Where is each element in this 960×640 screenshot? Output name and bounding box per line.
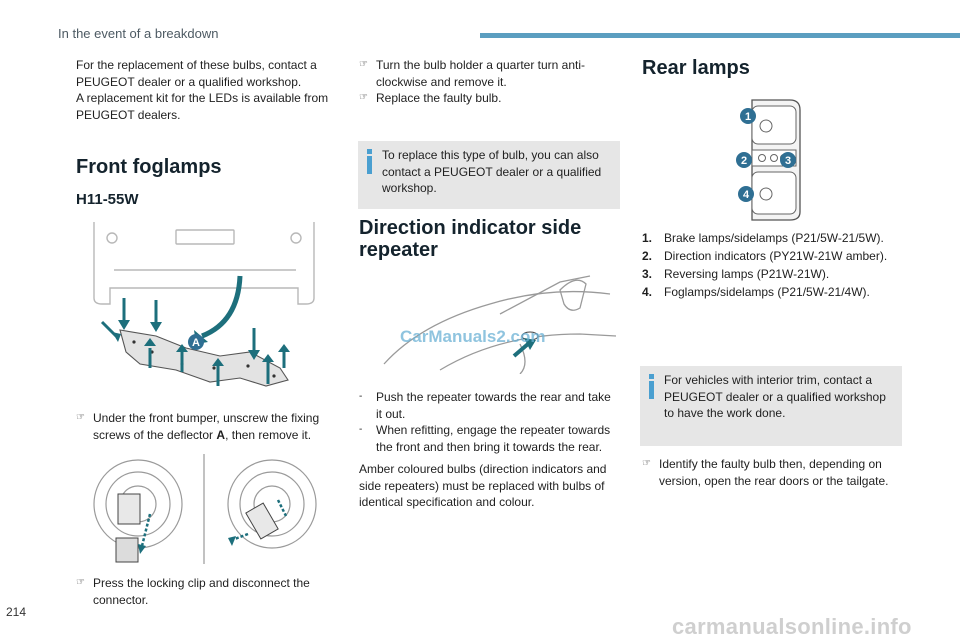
amber-bulbs-paragraph: Amber coloured bulbs (direction indicato… [359, 461, 606, 511]
step-line: clockwise and remove it. [376, 74, 507, 89]
list-item: 2.Direction indicators (PY21W-21W amber)… [642, 249, 888, 263]
finger-pointer-icon: ☞ [76, 412, 85, 423]
info-line: to have the work done. [664, 406, 786, 420]
figure-watermark: CarManuals2.com [400, 327, 546, 346]
rear-lamp-cluster-figure: 1 2 3 4 [736, 99, 801, 221]
step-refit-repeater: - When refitting, engage the repeater to… [359, 422, 610, 455]
step-line: Replace the faulty bulb. [376, 91, 502, 105]
dash-marker: - [359, 424, 363, 435]
info-line: workshop. [382, 181, 437, 195]
info-line: To replace this type of bulb, you can al… [382, 148, 599, 162]
foglamp-connector-figure [93, 454, 317, 564]
step-unscrew-deflector: ☞ Under the front bumper, unscrew the fi… [76, 410, 319, 443]
info-line: contact a PEUGEOT dealer or a qualified [382, 164, 602, 179]
step-line: Identify the faulty bulb then, depending… [659, 457, 882, 471]
bumper-deflector-figure: A [93, 222, 315, 387]
finger-pointer-icon: ☞ [642, 458, 651, 469]
list-item: 1.Brake lamps/sidelamps (P21/5W-21/5W). [642, 231, 884, 245]
step-line: it out. [376, 406, 406, 421]
site-watermark: carmanualsonline.info [672, 614, 912, 639]
info-icon [364, 149, 376, 175]
info-box-dealer: To replace this type of bulb, you can al… [358, 141, 620, 209]
bulb-type-subheading: H11-55W [76, 191, 139, 208]
list-item: 3.Reversing lamps (P21W-21W). [642, 267, 830, 281]
heading-line: repeater [359, 239, 438, 261]
info-line: For vehicles with interior trim, contact… [664, 373, 873, 387]
info-box-interior-trim: For vehicles with interior trim, contact… [640, 366, 902, 446]
step-line: Press the locking clip and disconnect th… [93, 576, 310, 590]
finger-pointer-icon: ☞ [76, 577, 85, 588]
direction-indicator-heading: Direction indicator side repeater [359, 217, 581, 261]
deflector-label-bold: A [216, 427, 226, 442]
step-line: connector. [93, 592, 149, 607]
step-line: version, open the rear doors or the tail… [659, 473, 889, 488]
callout-4: 4 [743, 189, 750, 201]
step-turn-bulb-holder: ☞ Turn the bulb holder a quarter turn an… [359, 57, 585, 90]
finger-pointer-icon: ☞ [359, 92, 368, 103]
step-line: the front and then bring it towards the … [376, 439, 603, 454]
heading-line: Direction indicator side [359, 217, 582, 239]
step-identify-bulb: ☞ Identify the faulty bulb then, dependi… [642, 456, 888, 489]
section-title: In the event of a breakdown [58, 26, 219, 41]
step-line: screws of the deflector [93, 427, 217, 442]
intro-paragraph: For the replacement of these bulbs, cont… [76, 57, 328, 123]
info-icon [646, 374, 658, 400]
label-a-callout: A [192, 337, 200, 349]
intro-line: For the replacement of these bulbs, cont… [76, 58, 317, 72]
para-line: side repeaters) must be replaced with bu… [359, 478, 605, 493]
step-line: When refitting, engage the repeater towa… [376, 423, 611, 437]
para-line: Amber coloured bulbs (direction indicato… [359, 462, 607, 476]
step-push-repeater: - Push the repeater towards the rear and… [359, 389, 611, 422]
callout-2: 2 [741, 155, 747, 167]
step-line-tail: , then remove it. [225, 427, 312, 442]
rear-lamps-heading: Rear lamps [642, 57, 750, 79]
finger-pointer-icon: ☞ [359, 59, 368, 70]
info-line: PEUGEOT dealer or a qualified workshop [664, 389, 886, 404]
step-line: Under the front bumper, unscrew the fixi… [93, 411, 320, 425]
step-line: Turn the bulb holder a quarter turn anti… [376, 58, 586, 72]
para-line: identical specification and colour. [359, 495, 535, 509]
intro-line: PEUGEOT dealers. [76, 107, 181, 122]
header-accent-bar [480, 33, 960, 38]
front-foglamps-heading: Front foglamps [76, 156, 222, 178]
dash-marker: - [359, 391, 363, 402]
callout-1: 1 [745, 111, 751, 123]
intro-line: A replacement kit for the LEDs is availa… [76, 91, 329, 105]
page-number: 214 [6, 605, 27, 619]
step-press-clip: ☞ Press the locking clip and disconnect … [76, 575, 310, 608]
step-replace-bulb: ☞ Replace the faulty bulb. [359, 90, 501, 107]
list-item: 4.Foglamps/sidelamps (P21/5W-21/4W). [642, 285, 870, 299]
callout-3: 3 [785, 155, 791, 167]
step-line: Push the repeater towards the rear and t… [376, 390, 611, 404]
intro-line: PEUGEOT dealer or a qualified workshop. [76, 74, 302, 89]
rear-lamp-list: 1.Brake lamps/sidelamps (P21/5W-21/5W). … [642, 230, 887, 301]
side-repeater-figure: CarManuals2.com [383, 275, 617, 374]
